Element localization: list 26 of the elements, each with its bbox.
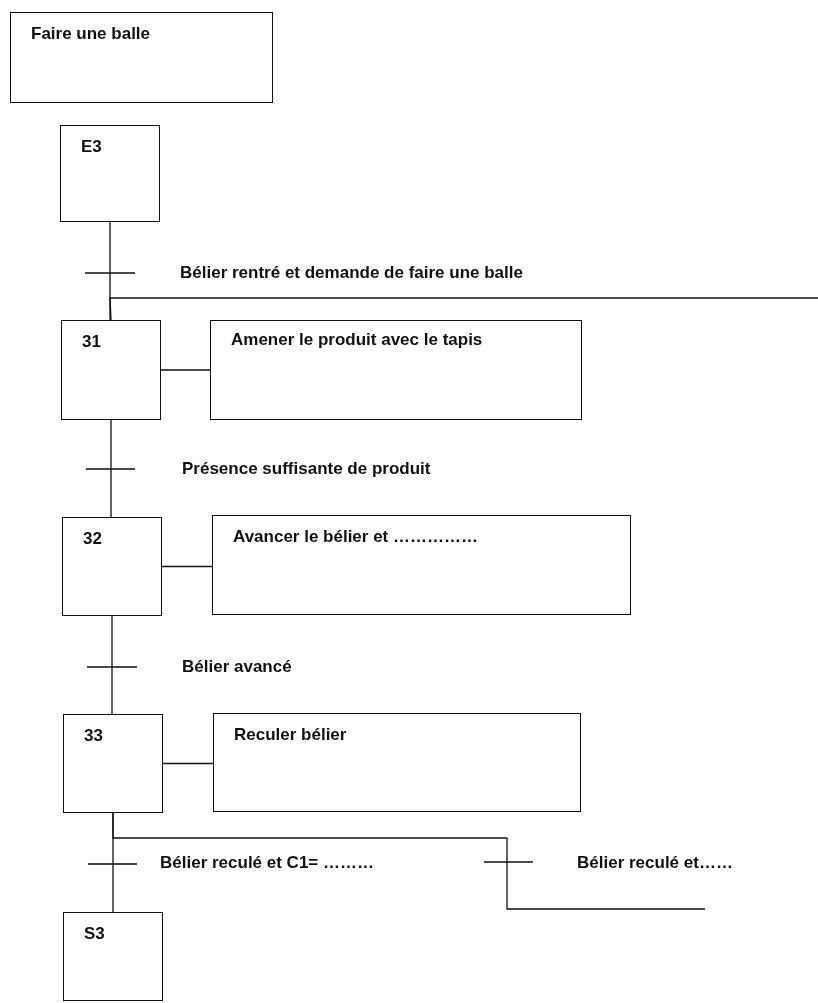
transition-link [112,812,706,910]
action-text: Amener le produit avec le tapis [231,329,484,351]
step-box [63,912,163,1001]
connector-line [161,565,213,568]
step-number: 31 [82,331,102,353]
connector-line [160,369,211,371]
step-box [62,517,162,616]
action-box [210,320,582,420]
step-box [61,320,161,420]
step-number: E3 [81,136,103,158]
transition-link [85,419,136,518]
step-box [60,125,160,222]
transition-link [86,615,138,715]
step-number: S3 [84,923,106,945]
connector-line [109,297,818,321]
step-number: 32 [83,528,103,550]
action-box [212,515,631,615]
title-text: Faire une balle [31,23,152,45]
action-text: Avancer le bélier et …………… [233,526,479,548]
step-number: 33 [84,725,104,747]
connector-line [162,762,214,765]
action-text: Reculer bélier [234,724,348,746]
action-box [213,713,581,812]
transition-link [84,221,136,321]
title-box [10,12,273,103]
step-box [63,714,163,813]
